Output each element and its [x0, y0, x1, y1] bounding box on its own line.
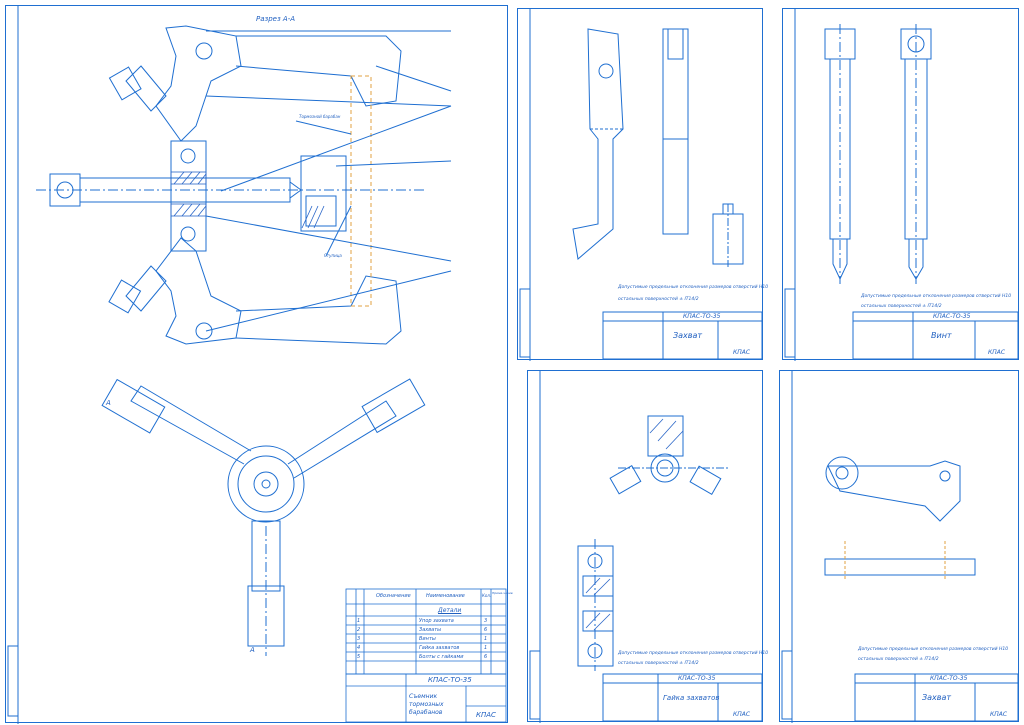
stamp-name: Съемник тормозных барабанов [409, 693, 444, 716]
section-title: Разрез А-А [256, 15, 296, 23]
vint-stamp-name: Винт [931, 331, 952, 340]
stamp-org: КПАС [476, 711, 496, 719]
gayka-stamp-name: Гайка захватов [663, 694, 720, 702]
sheet-gayka: Допустимые предельные отклонения размеро… [527, 370, 768, 723]
zakhvat-1-note1: Допустимые предельные отклонения размеро… [618, 285, 769, 290]
zakhvat-2-note1: Допустимые предельные отклонения размеро… [858, 647, 1009, 652]
spec-col-qty: Кол. [482, 593, 492, 598]
zakhvat-1-stamp-doc: КПАС-ТО-35 [683, 313, 721, 320]
zakhvat-2-note2: остальных поверхностей ± IT14/2 [858, 657, 939, 662]
zakhvat-1-note2: остальных поверхностей ± IT14/2 [618, 297, 699, 302]
zakhvat-1-stamp-org: КПАС [733, 349, 751, 356]
stamp-doc: КПАС-ТО-35 [428, 676, 472, 684]
vint-note2: остальных поверхностей ± IT14/2 [861, 304, 942, 309]
gayka-note1: Допустимые предельные отклонения размеро… [618, 651, 769, 656]
gayka-drawing [529, 371, 763, 723]
zakhvat-2-drawing [781, 371, 1019, 723]
spec-col-designation: Обозначение [376, 593, 411, 599]
spec-row-name: Винты [419, 636, 436, 642]
spec-row-pos: 4 [357, 645, 361, 651]
spec-row-name: Гайка захватов [419, 645, 460, 651]
vint-stamp-org: КПАС [988, 349, 1006, 356]
sheet-zakhvat-1: Допустимые предельные отклонения размеро… [517, 8, 768, 361]
spec-row-name: Захваты [419, 627, 442, 633]
sheet-vint: Допустимые предельные отклонения размеро… [782, 8, 1019, 361]
gayka-stamp-org: КПАС [733, 711, 751, 718]
vint-stamp-doc: КПАС-ТО-35 [933, 313, 971, 320]
spec-row-pos: 5 [357, 654, 361, 660]
vint-note1: Допустимые предельные отклонения размеро… [861, 294, 1012, 299]
zakhvat-1-drawing [519, 9, 763, 361]
leader-note: Тормозной барабан [299, 114, 341, 119]
assembly-sheet: Разрез А-А Тормозной барабан Ступица А А… [5, 5, 513, 724]
zakhvat-2-stamp-org: КПАС [990, 711, 1008, 718]
spec-row-pos: 1 [357, 618, 361, 624]
assembly-drawing [7, 6, 507, 724]
sheet-zakhvat-2: Допустимые предельные отклонения размеро… [779, 370, 1019, 723]
part-note: Ступица [324, 253, 342, 258]
spec-section: Детали [438, 607, 462, 614]
spec-row-name: Упор захвата [419, 618, 454, 624]
spec-row-pos: 3 [357, 636, 361, 642]
gayka-stamp-doc: КПАС-ТО-35 [678, 675, 716, 682]
section-mark-bottom: А [250, 646, 255, 654]
spec-row-qty: 1 [484, 636, 488, 642]
spec-row-qty: 6 [484, 654, 488, 660]
zakhvat-1-stamp-name: Захват [673, 331, 703, 340]
zakhvat-2-stamp-doc: КПАС-ТО-35 [930, 675, 968, 682]
spec-row-qty: 3 [484, 618, 488, 624]
spec-row-qty: 1 [484, 645, 488, 651]
section-mark-top: А [106, 399, 111, 407]
spec-col-name: Наименование [426, 593, 465, 599]
zakhvat-2-stamp-name: Захват [922, 693, 952, 702]
spec-col-note: Приме-чание [492, 591, 513, 595]
gayka-note2: остальных поверхностей ± IT14/2 [618, 661, 699, 666]
spec-row-name: Болты с гайками [419, 654, 464, 660]
spec-row-pos: 2 [357, 627, 361, 633]
vint-drawing [784, 9, 1019, 361]
spec-row-qty: 6 [484, 627, 488, 633]
